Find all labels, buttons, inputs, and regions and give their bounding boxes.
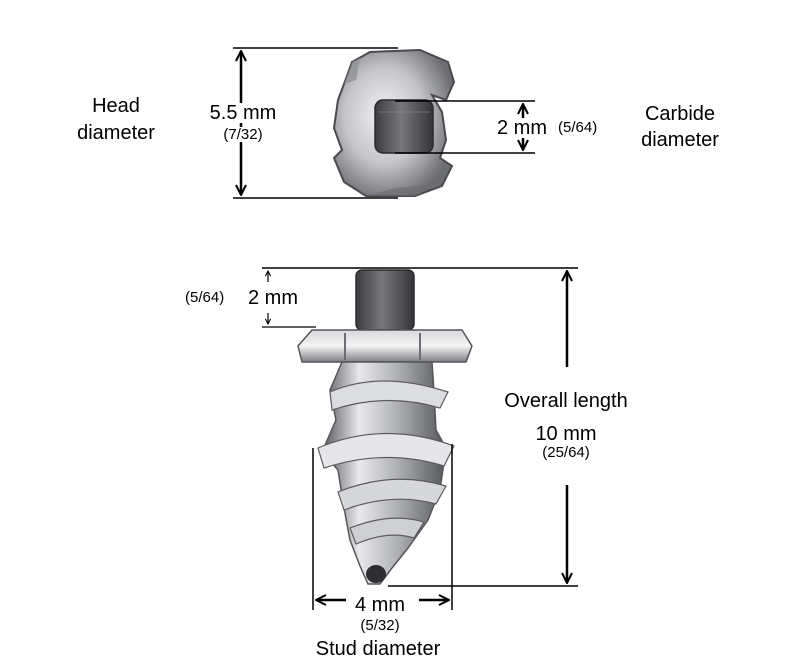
carbide-diameter-inch: (5/64) [558, 119, 598, 136]
carbide-diameter-label-1: Carbide [644, 103, 716, 125]
stud-diameter-mm: 4 mm [355, 594, 405, 616]
thread-1 [329, 380, 449, 411]
head-diameter-inch: (7/32) [221, 126, 265, 143]
stud-top-view [332, 48, 456, 197]
stud-diameter-label: Stud diameter [315, 638, 441, 660]
head-diameter-label-2: diameter [77, 122, 155, 144]
head-diameter-label-1: Head [92, 95, 140, 117]
tip-height-inch: (5/64) [185, 289, 225, 306]
stud-flange [297, 329, 473, 363]
head-diameter-mm: 5.5 mm [207, 102, 279, 124]
carbide-diameter-mm: 2 mm [495, 117, 549, 139]
stud-side-view [297, 269, 473, 585]
thread-3 [337, 478, 447, 511]
carbide-pin [355, 269, 415, 331]
overall-length-inch: (25/64) [542, 444, 590, 461]
thread-2 [317, 432, 455, 469]
overall-length-label: Overall length [504, 390, 628, 412]
thread-4 [349, 517, 425, 545]
tip-height-mm: 2 mm [246, 287, 300, 309]
carbide-tip-top [374, 99, 434, 154]
stud-point [366, 565, 386, 583]
carbide-diameter-label-2: diameter [641, 129, 719, 151]
overall-length-mm: 10 mm [535, 423, 597, 445]
stud-diameter-inch: (5/32) [360, 617, 400, 634]
